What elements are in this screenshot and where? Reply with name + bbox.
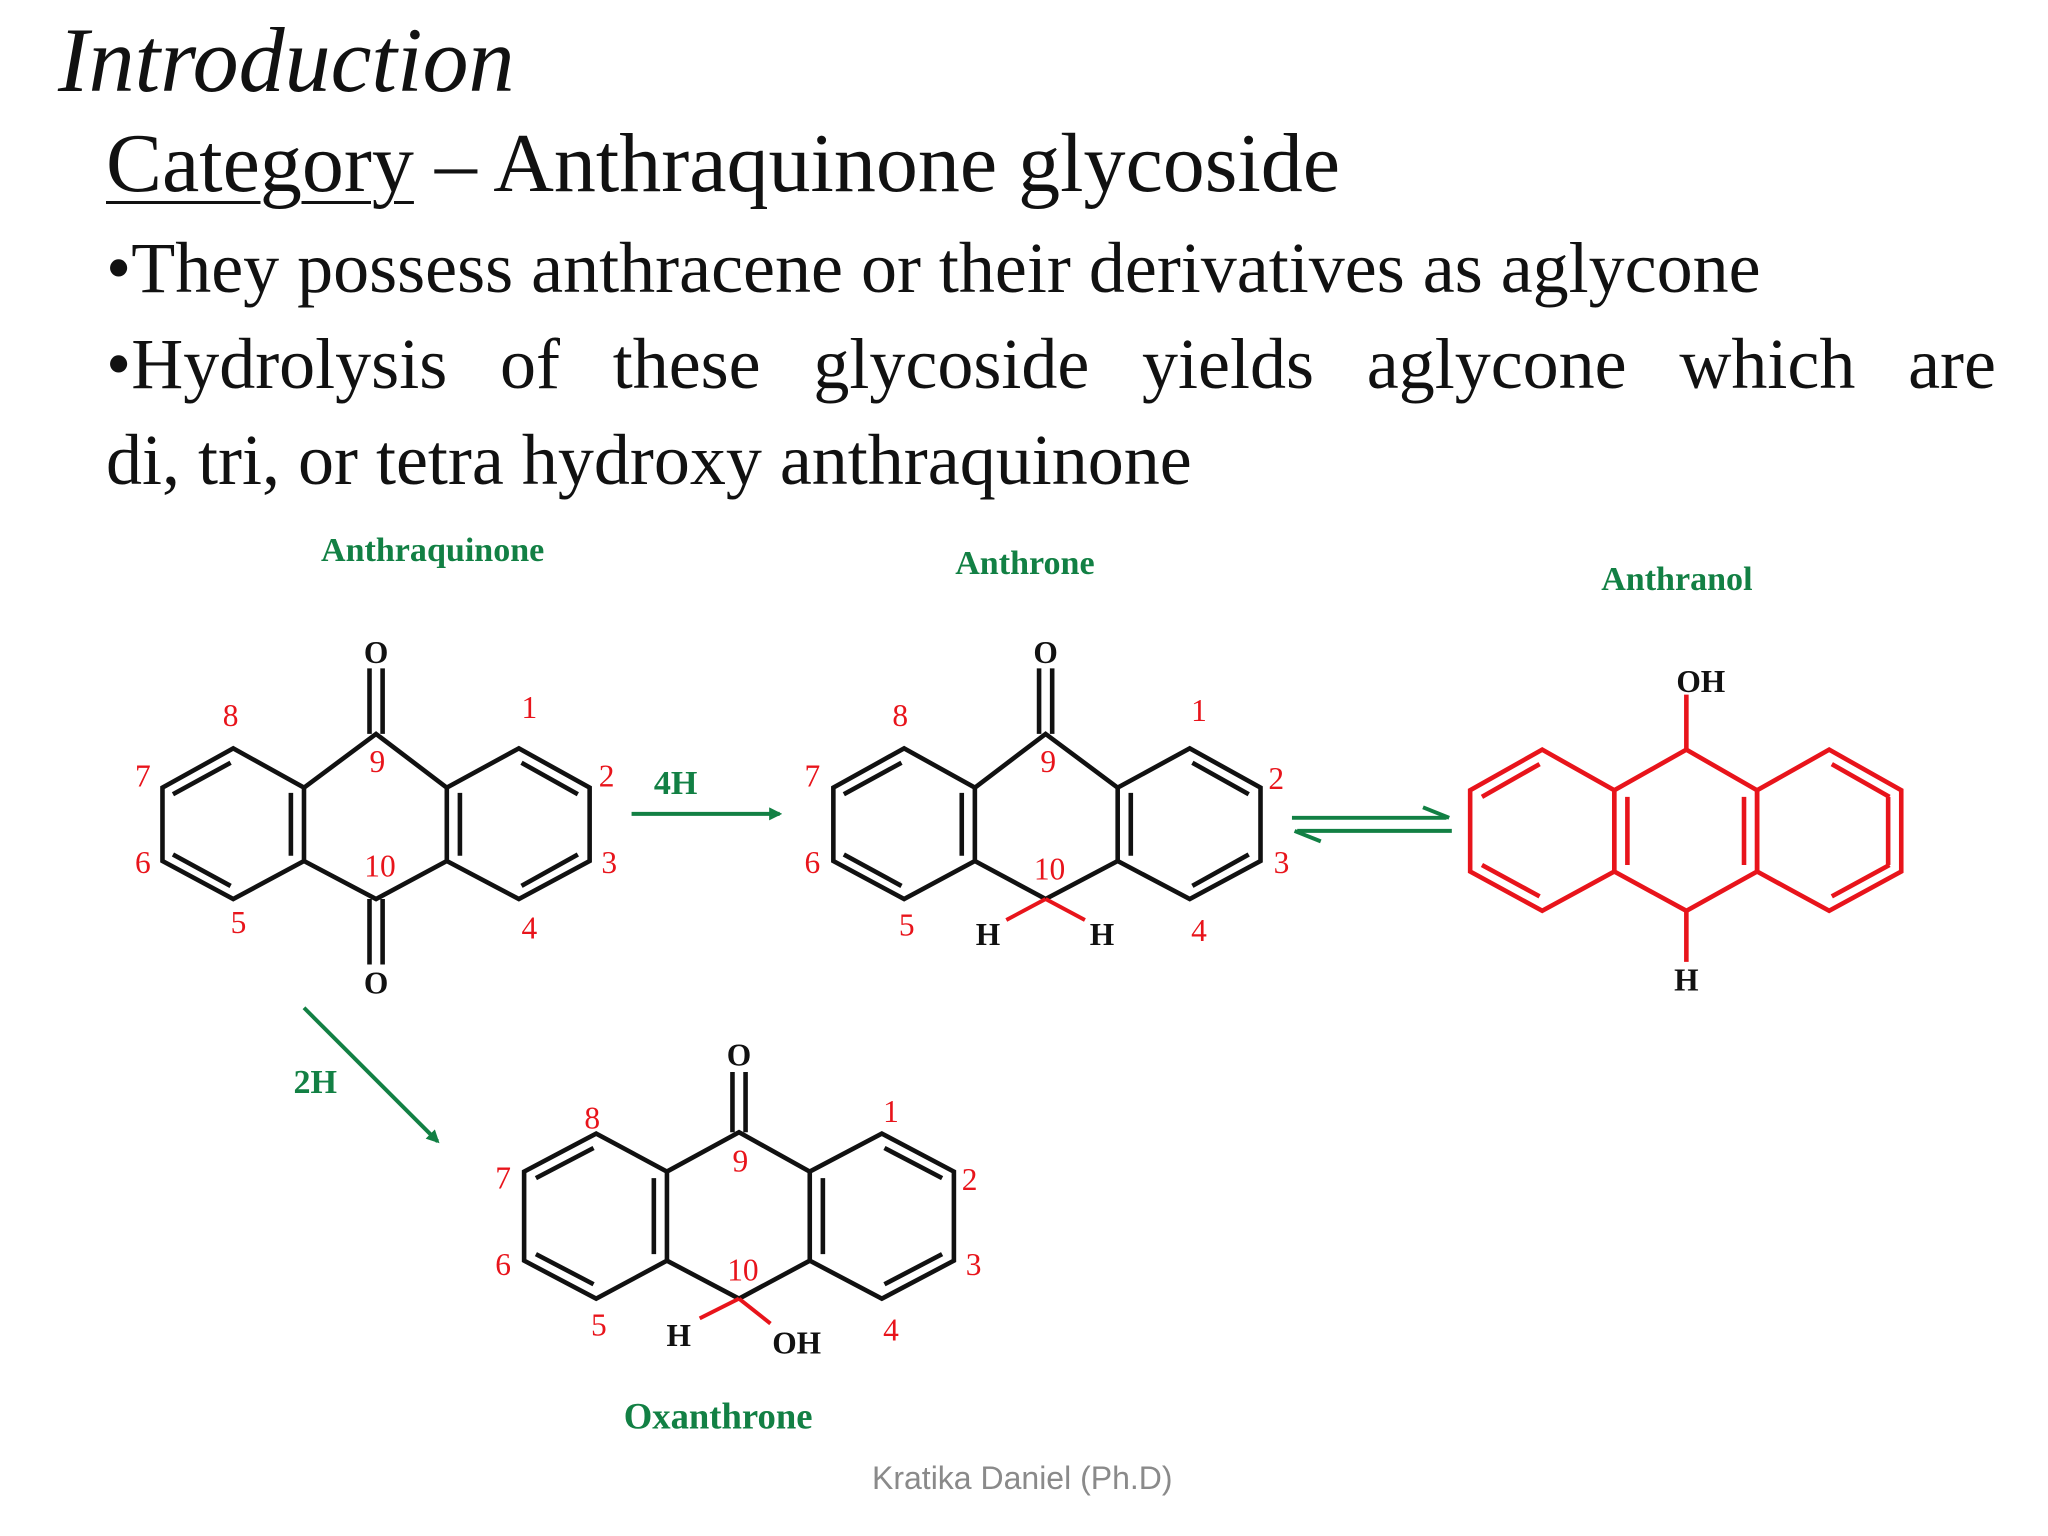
bullet-word: glycoside bbox=[813, 324, 1090, 404]
bullet-hydrolysis-cont: di, tri, or tetra hydroxy anthraquinone bbox=[106, 420, 1192, 500]
atom-oxygen: O bbox=[364, 965, 388, 1000]
anthraquinone-position-numbers: 1 2 3 4 5 6 7 8 9 10 bbox=[135, 690, 617, 945]
position-number: 7 bbox=[495, 1161, 511, 1196]
atom-hydrogen: H bbox=[976, 917, 1000, 952]
atom-hydrogen: H bbox=[667, 1318, 691, 1353]
anthranol-label: Anthranol bbox=[1601, 561, 1752, 598]
anthrone-label: Anthrone bbox=[955, 545, 1094, 582]
position-number: 9 bbox=[370, 744, 386, 779]
oxanthrone-structure: Oxanthrone O H OH bbox=[495, 1037, 981, 1436]
position-number: 9 bbox=[732, 1144, 748, 1179]
position-number: 8 bbox=[584, 1100, 600, 1135]
atom-hydrogen: H bbox=[1674, 963, 1698, 998]
arrow-2h: 2H bbox=[294, 1006, 440, 1144]
position-number: 4 bbox=[521, 910, 537, 945]
category-label: Category bbox=[106, 117, 414, 210]
anthraquinone-label: Anthraquinone bbox=[321, 532, 544, 569]
arrow-label-2h: 2H bbox=[294, 1064, 338, 1101]
arrow-4h: 4H bbox=[631, 765, 783, 821]
position-number: 5 bbox=[231, 905, 247, 940]
bullet-word: yields bbox=[1142, 324, 1315, 404]
arrow-label-4h: 4H bbox=[654, 765, 698, 802]
position-number: 8 bbox=[892, 698, 908, 733]
bullet-hydrolysis: •Hydrolysis of these glycoside yields ag… bbox=[106, 328, 1996, 400]
category-value: – Anthraquinone glycoside bbox=[413, 117, 1341, 210]
anthraquinone-bonds bbox=[160, 668, 592, 965]
position-number: 7 bbox=[135, 758, 151, 793]
position-number: 5 bbox=[899, 908, 915, 943]
position-number: 1 bbox=[883, 1094, 899, 1129]
author-footer: Kratika Daniel (Ph.D) bbox=[872, 1460, 1173, 1496]
position-number: 6 bbox=[805, 845, 821, 880]
bullet-word: are bbox=[1908, 324, 1996, 404]
category-heading: Category – Anthraquinone glycoside bbox=[106, 122, 1340, 206]
position-number: 6 bbox=[495, 1247, 511, 1282]
atom-hydrogen: H bbox=[1090, 917, 1114, 952]
anthrone-bonds bbox=[831, 668, 1263, 902]
position-number: 3 bbox=[1274, 845, 1290, 880]
anthrone-position-numbers: 1 2 3 4 5 6 7 8 9 10 bbox=[805, 693, 1290, 948]
position-number: 2 bbox=[962, 1162, 978, 1197]
position-number: 4 bbox=[883, 1313, 899, 1348]
oxanthrone-label: Oxanthrone bbox=[624, 1395, 813, 1436]
anthranol-structure: Anthranol OH H bbox=[1467, 561, 1904, 998]
anthraquinone-structure: Anthraquinone O bbox=[135, 532, 617, 1000]
position-number: 10 bbox=[727, 1252, 758, 1287]
position-number: 10 bbox=[1034, 851, 1065, 886]
position-number: 8 bbox=[223, 698, 239, 733]
bullet-word: these bbox=[612, 324, 761, 404]
position-number: 2 bbox=[1268, 761, 1284, 796]
oxanthrone-bonds bbox=[521, 1071, 957, 1302]
position-number: 2 bbox=[599, 758, 615, 793]
bullet-word: which bbox=[1679, 324, 1856, 404]
position-number: 6 bbox=[135, 845, 151, 880]
bullet-word: •Hydrolysis bbox=[106, 324, 448, 404]
bullet-word: aglycone bbox=[1366, 324, 1627, 404]
position-number: 3 bbox=[601, 845, 617, 880]
position-number: 7 bbox=[805, 758, 821, 793]
position-number: 5 bbox=[591, 1307, 607, 1342]
bullet-word: of bbox=[499, 324, 560, 404]
atom-oxygen: O bbox=[364, 635, 388, 670]
position-number: 1 bbox=[521, 690, 537, 725]
slide-title: Introduction bbox=[58, 9, 515, 111]
anthrone-structure: Anthrone O H H bbox=[805, 545, 1290, 952]
position-number: 4 bbox=[1191, 913, 1207, 948]
anthranol-bonds bbox=[1467, 694, 1904, 962]
atom-hydroxyl: OH bbox=[1676, 664, 1725, 699]
oxanthrone-c10-bonds bbox=[698, 1296, 772, 1326]
position-number: 1 bbox=[1191, 693, 1207, 728]
position-number: 3 bbox=[966, 1247, 982, 1282]
position-number: 9 bbox=[1040, 744, 1056, 779]
atom-oxygen: O bbox=[727, 1037, 751, 1072]
anthrone-ch2-bonds bbox=[1005, 897, 1086, 922]
bullet-aglycone: •They possess anthracene or their deriva… bbox=[106, 228, 1761, 308]
atom-oxygen: O bbox=[1033, 635, 1057, 670]
equilibrium-arrows bbox=[1291, 805, 1452, 844]
position-number: 10 bbox=[364, 849, 395, 884]
oxanthrone-position-numbers: 1 2 3 4 5 6 7 8 9 10 bbox=[495, 1094, 981, 1348]
atom-hydroxyl: OH bbox=[772, 1326, 821, 1361]
